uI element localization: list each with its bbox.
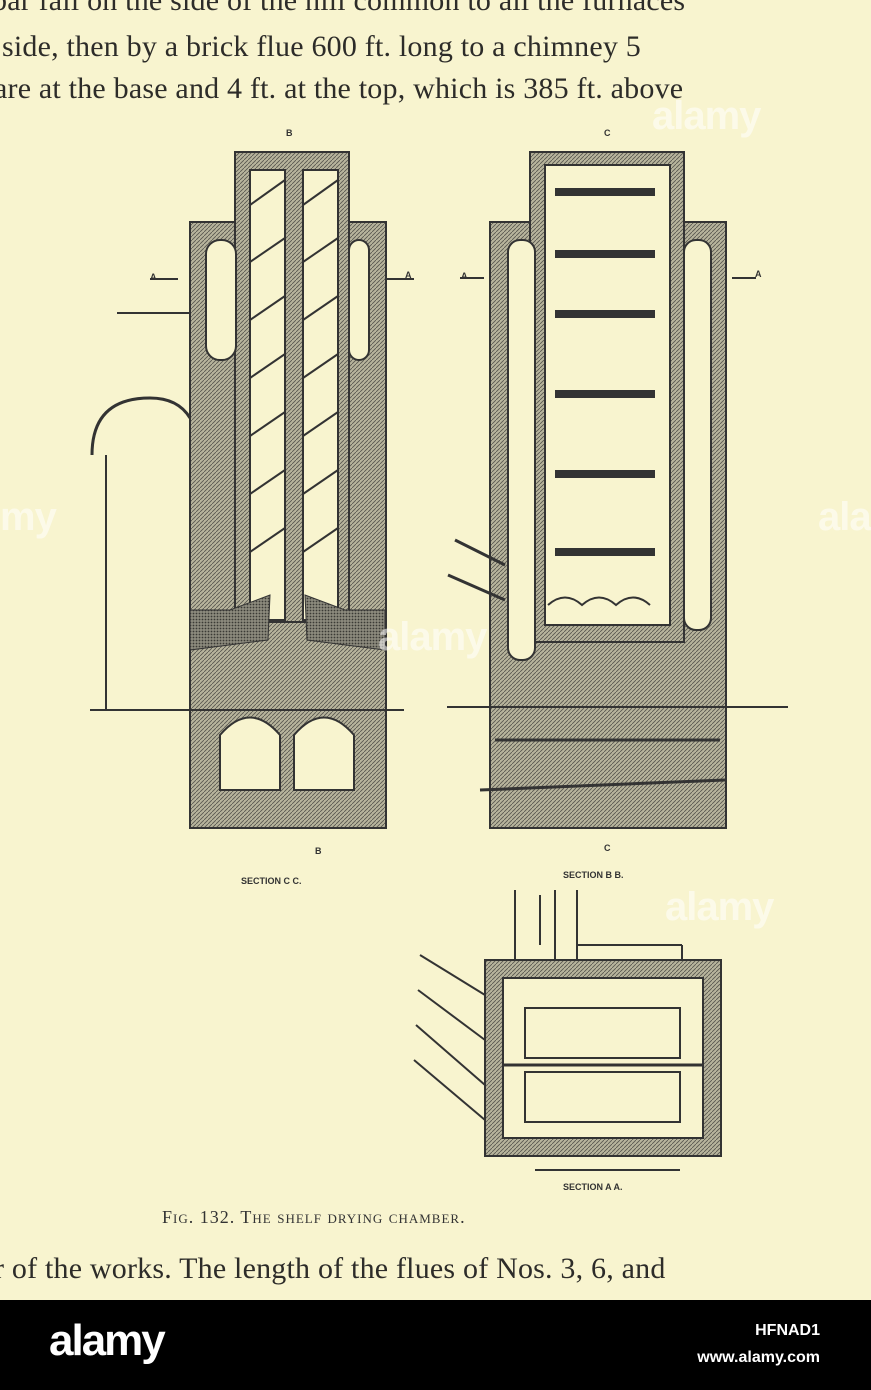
body-text-line-1: bar fall on the side of the hill common … [0, 0, 686, 17]
figure-caption: Fig. 132. The shelf drying chamber. [162, 1207, 466, 1227]
alamy-logo: alamy [49, 1316, 166, 1365]
section-aa-label: SECTION A A. [563, 1182, 623, 1192]
shelf-drying-chamber-illustration [90, 151, 788, 1171]
label-a-left-2: A [461, 271, 468, 281]
watermark-text: alamy [652, 94, 761, 138]
watermark-text: alamy [665, 885, 774, 929]
image-id: HFNAD1 [755, 1322, 820, 1339]
section-bb-label: SECTION B B. [563, 870, 624, 880]
label-c-bottom: C [604, 843, 611, 853]
watermark-text: my [0, 495, 57, 539]
body-text-line-2: side, then by a brick flue 600 ft. long … [2, 30, 641, 63]
section-cc-drawing [90, 151, 414, 829]
label-a-right-2: A [755, 269, 762, 279]
section-cc-label: SECTION C C. [241, 876, 302, 886]
site-url: www.alamy.com [697, 1349, 820, 1366]
stock-photo-footer: alamy HFNAD1 www.alamy.com [0, 1300, 871, 1390]
body-text-line-4: r of the works. The length of the flues … [0, 1252, 666, 1285]
section-bb-drawing [447, 151, 788, 829]
watermark-text: alamy [378, 615, 487, 659]
watermark-text: alamy [818, 495, 871, 539]
label-c-top: C [604, 128, 611, 138]
label-a-left-1: A [150, 272, 157, 282]
label-a-right-1: A [405, 270, 412, 280]
body-text-line-3: are at the base and 4 ft. at the top, wh… [0, 72, 684, 105]
label-b-top: B [286, 128, 293, 138]
label-b-bottom: B [315, 846, 322, 856]
section-aa-drawing [413, 890, 722, 1171]
scanned-book-page: bar fall on the side of the hill common … [0, 0, 871, 1285]
